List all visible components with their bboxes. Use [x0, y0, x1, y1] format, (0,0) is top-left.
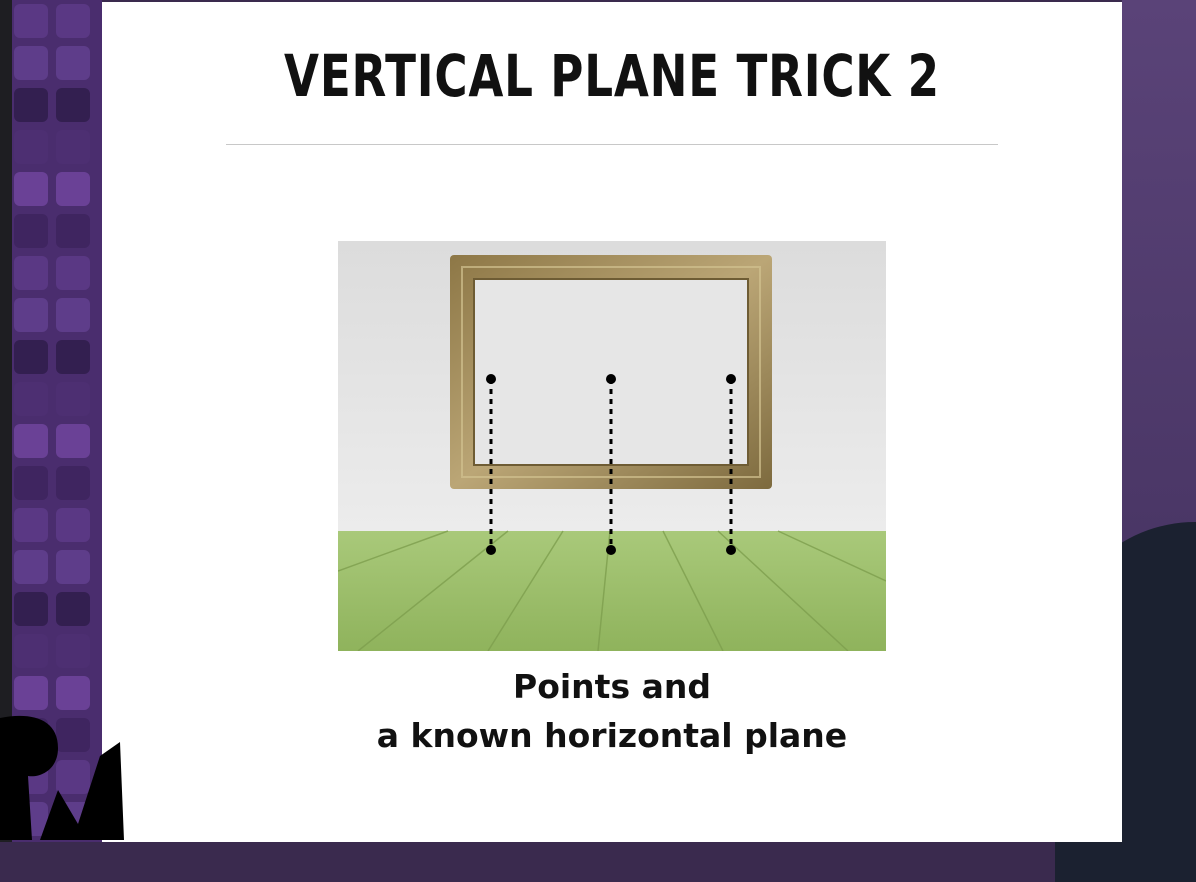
pattern-tile: [56, 130, 90, 164]
pattern-tile: [56, 298, 90, 332]
pattern-tile: [56, 718, 90, 752]
points: [486, 374, 736, 555]
pattern-tile: [56, 760, 90, 794]
wall-point-1: [486, 374, 496, 384]
presenter-logo-icon: [0, 715, 124, 840]
caption-line-2: a known horizontal plane: [376, 716, 848, 755]
floor-point-1: [486, 545, 496, 555]
pattern-tile: [14, 382, 48, 416]
pattern-tile: [14, 88, 48, 122]
vertical-guides: [489, 379, 733, 550]
pattern-tile: [14, 592, 48, 626]
pattern-tile: [14, 466, 48, 500]
pattern-tile: [56, 634, 90, 668]
pattern-tile: [14, 340, 48, 374]
pattern-tile: [14, 424, 48, 458]
pattern-tile: [56, 88, 90, 122]
pattern-tile: [56, 340, 90, 374]
wall-point-2: [606, 374, 616, 384]
floor-point-2: [606, 545, 616, 555]
frame-illustration: [338, 241, 886, 651]
pattern-tile: [56, 508, 90, 542]
pattern-tile: [14, 214, 48, 248]
pattern-tile: [56, 214, 90, 248]
pattern-tile: [14, 676, 48, 710]
pattern-tile: [56, 676, 90, 710]
pattern-tile: [14, 4, 48, 38]
slide-title: VERTICAL PLANE TRICK 2: [284, 42, 940, 110]
pattern-tile: [14, 634, 48, 668]
pattern-tile: [14, 256, 48, 290]
pattern-tile: [14, 46, 48, 80]
slide-caption: Points and a known horizontal plane: [102, 662, 1122, 760]
pattern-tile: [14, 298, 48, 332]
title-divider: [226, 144, 998, 145]
pattern-tile: [56, 592, 90, 626]
wall-point-3: [726, 374, 736, 384]
pattern-tile: [56, 172, 90, 206]
pattern-tile: [56, 46, 90, 80]
pattern-tile: [56, 424, 90, 458]
pattern-tile: [56, 550, 90, 584]
slide: VERTICAL PLANE TRICK 2: [102, 2, 1122, 842]
left-edge-strip: [0, 0, 12, 842]
floor-point-3: [726, 545, 736, 555]
pattern-tile: [56, 256, 90, 290]
pattern-tile: [14, 130, 48, 164]
illustration-svg: [338, 241, 886, 651]
pattern-tile: [14, 508, 48, 542]
pattern-tile: [56, 382, 90, 416]
pattern-tile: [14, 172, 48, 206]
caption-line-1: Points and: [513, 667, 711, 706]
pattern-tile: [56, 466, 90, 500]
pattern-tile: [14, 550, 48, 584]
pattern-tile: [56, 4, 90, 38]
